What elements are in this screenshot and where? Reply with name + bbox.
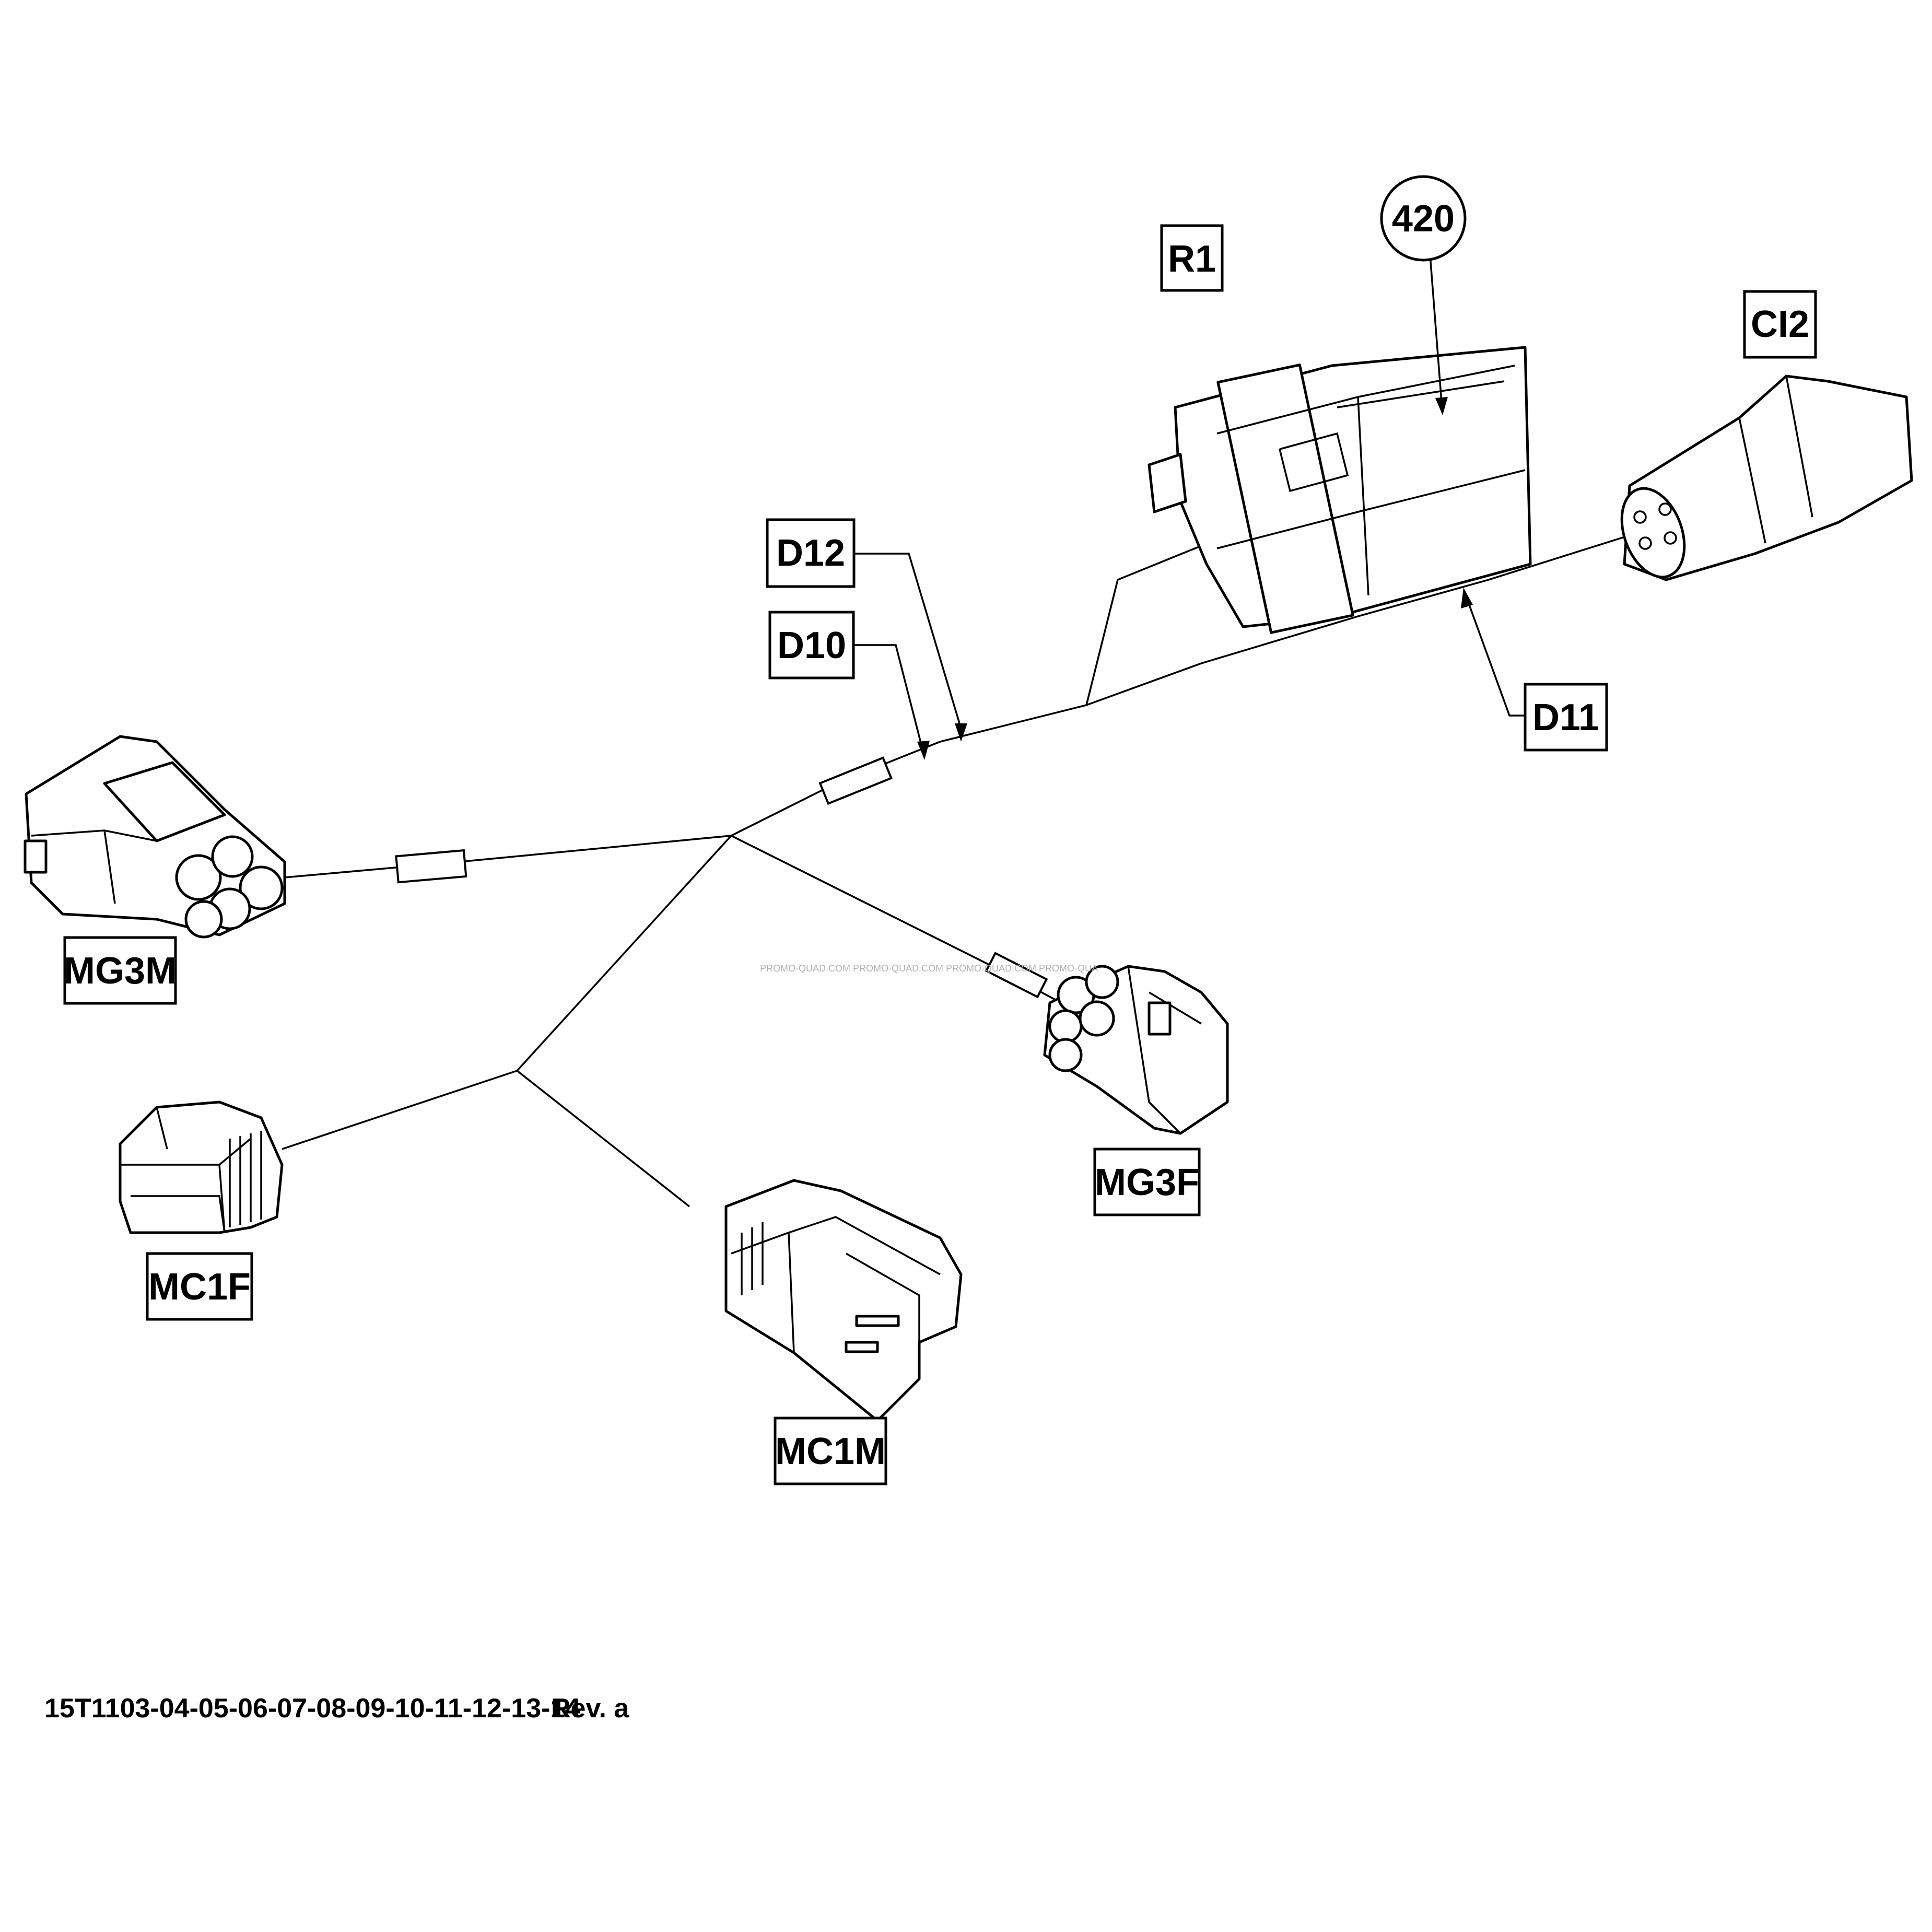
mc1m-label: MC1M	[774, 1416, 887, 1485]
wire-branch-r1	[1085, 545, 1202, 706]
leader-420	[1429, 254, 1443, 403]
leader-d11	[1467, 600, 1525, 717]
wire-mg3m	[284, 835, 732, 879]
wire-lower-junction	[516, 835, 732, 1072]
d11-label-text: D11	[1532, 697, 1599, 739]
arrow-d10	[917, 741, 930, 760]
leader-lines	[854, 254, 1525, 760]
ci2-connector	[1620, 374, 1913, 581]
sleeve-mg3m	[395, 849, 467, 884]
d10-label-text: D10	[777, 625, 846, 666]
mc1f-label: MC1F	[146, 1252, 253, 1321]
mc1f-label-text: MC1F	[148, 1266, 251, 1308]
r1-label-text: R1	[1168, 238, 1216, 280]
wire-mc1m	[516, 1070, 690, 1208]
mc1m-connector	[724, 1179, 963, 1422]
mg3f-connector	[1043, 965, 1229, 1135]
wire-mc1f	[282, 1070, 518, 1150]
mc1m-label-text: MC1M	[775, 1431, 886, 1472]
r1-relay-connector	[1148, 346, 1532, 634]
footer-part-code: 15T1103-04-05-06-07-08-09-10-11-12-13-14	[44, 1693, 580, 1724]
mg3m-connector	[24, 735, 286, 939]
r1-label: R1	[1160, 224, 1224, 292]
watermark-text: PROMO-QUAD.COM PROMO-QUAD.COM PROMO-QUAD…	[760, 963, 1098, 974]
arrow-d12	[955, 723, 967, 742]
d11-label: D11	[1524, 683, 1608, 752]
leader-d10	[854, 644, 923, 747]
wire-sleeves	[395, 756, 1048, 999]
callout-420-text: 420	[1392, 198, 1455, 240]
sleeve-trunk	[818, 756, 893, 805]
arrow-420	[1435, 397, 1448, 415]
arrow-d11	[1461, 588, 1473, 608]
footer-revision: Rev. a	[551, 1693, 629, 1724]
wire-trunk	[731, 534, 1630, 837]
harness-wires	[282, 534, 1630, 1208]
mg3m-label-text: MG3M	[64, 950, 177, 992]
leader-d12	[854, 553, 962, 729]
callout-420: 420	[1380, 175, 1467, 262]
d10-label: D10	[768, 611, 855, 680]
sleeve-mg3f	[985, 952, 1048, 999]
mg3m-label: MG3M	[63, 936, 177, 1005]
d12-label: D12	[766, 518, 856, 588]
ci2-label: CI2	[1743, 290, 1817, 359]
ci2-label-text: CI2	[1751, 303, 1809, 345]
mg3f-label: MG3F	[1093, 1148, 1201, 1216]
mg3f-label-text: MG3F	[1095, 1162, 1199, 1203]
d12-label-text: D12	[776, 532, 845, 574]
mc1f-connector	[119, 1100, 284, 1234]
